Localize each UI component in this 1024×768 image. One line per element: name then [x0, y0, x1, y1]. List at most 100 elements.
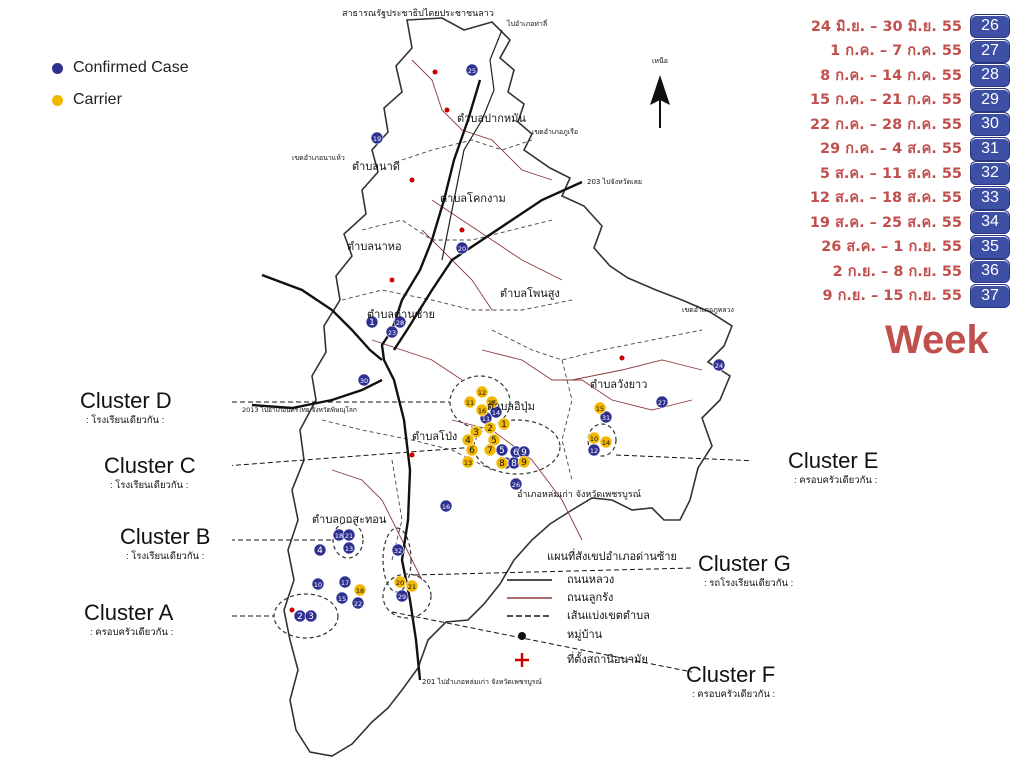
case-number-label: 31	[602, 414, 610, 422]
map-legend-item: ถนนหลวง	[567, 573, 614, 586]
cluster-note: : ครอบครัวเดียวกัน :	[90, 627, 174, 638]
legend-confirmed: Confirmed Case	[52, 52, 189, 84]
case-number-label: 27	[658, 399, 666, 407]
case-number-label: 11	[482, 415, 490, 423]
road-label: 203 ไปจังหวัดเลย	[587, 177, 642, 186]
cluster-name: Cluster F	[686, 662, 776, 687]
case-number-label: 14	[602, 439, 610, 447]
confirmed-case-marker	[365, 315, 379, 329]
case-number-label: 23	[388, 329, 396, 337]
cluster-note: : ครอบครัวเดียวกัน :	[692, 689, 776, 700]
case-number-label: 10	[314, 581, 322, 589]
cluster-b-ellipse	[332, 521, 364, 559]
subdistrict-label: ตำบลโพนสูง	[500, 286, 560, 300]
case-number-label: 1	[501, 420, 507, 430]
case-number-label: 7	[487, 446, 493, 456]
cluster-note: : ครอบครัวเดียวกัน :	[794, 475, 878, 486]
week-number-badge: 28	[970, 63, 1010, 88]
week-date-range: 15 ก.ค. – 21 ก.ค. 55	[809, 92, 962, 109]
case-number-label: 9	[521, 448, 527, 458]
week-number-badge: 31	[970, 136, 1010, 161]
confirmed-case-marker	[395, 589, 409, 603]
case-number-label: 4	[465, 436, 471, 446]
subdistrict-label: ตำบลด่านซ้าย	[367, 308, 435, 321]
case-number-label: 14	[492, 409, 500, 417]
case-number-label: 15	[338, 595, 346, 603]
cluster-name: Cluster G	[698, 551, 791, 576]
week-number-badge: 37	[970, 283, 1010, 308]
confirmed-case-marker	[357, 373, 371, 387]
map-legend-item: เส้นแบ่งเขตตำบล	[567, 609, 650, 622]
map-legend-item: ถนนลูกรัง	[567, 591, 613, 604]
case-number-label: 22	[354, 600, 362, 608]
week-row: 1 ก.ค. – 7 ก.ค. 55 27	[780, 38, 1010, 64]
case-number-label: 20	[458, 245, 466, 253]
river	[441, 29, 503, 261]
week-number-badge: 34	[970, 210, 1010, 235]
subdistrict-label: ตำบลโป่ง	[412, 429, 457, 443]
carrier-marker	[463, 395, 477, 409]
cluster-leaders	[232, 401, 752, 673]
map-legend-item: ที่ตั้งสถานีอนามัย	[567, 651, 648, 666]
case-number-label: 26	[512, 481, 520, 489]
cluster-note: : โรงเรียนเดียวกัน :	[110, 480, 189, 491]
week-date-range: 1 ก.ค. – 7 ก.ค. 55	[830, 43, 962, 60]
case-number-label: 6	[469, 446, 475, 456]
confirmed-case-marker	[465, 63, 479, 77]
case-number-label: 15	[596, 405, 604, 413]
case-number-label: 18	[356, 587, 364, 595]
week-number-badge: 27	[970, 38, 1010, 63]
cluster-f-ellipse	[382, 573, 432, 619]
carrier-marker	[485, 395, 499, 409]
case-number-label: 29	[398, 593, 406, 601]
confirmed-case-marker	[351, 596, 365, 610]
case-number-label: 1	[369, 318, 375, 328]
carrier-marker	[475, 403, 489, 417]
legend-carrier-label: Carrier	[73, 91, 122, 108]
cluster-name: Cluster E	[788, 448, 879, 473]
case-number-label: 25	[468, 67, 476, 75]
confirmed-case-marker	[335, 591, 349, 605]
confirmed-case-marker	[391, 543, 405, 557]
week-number-badge: 30	[970, 112, 1010, 137]
case-number-label: 28	[396, 319, 404, 327]
map-legend-item: หมู่บ้าน	[567, 628, 603, 641]
cluster-b-label: Cluster B : โรงเรียนเดียวกัน :	[120, 525, 210, 564]
case-number-label: 21	[408, 583, 416, 591]
case-number-label: 8	[511, 459, 517, 469]
confirmed-case-marker	[313, 543, 327, 557]
cluster-f-label: Cluster F : ครอบครัวเดียวกัน :	[686, 663, 775, 702]
road-label: 2013 ไปอำเภอนครไทย จังหวัดพิษณุโลก	[242, 406, 357, 414]
carrier-marker	[475, 385, 489, 399]
carrier-marker	[497, 417, 511, 431]
cluster-g-label: Cluster G : รถโรงเรียนเดียวกัน :	[698, 552, 793, 591]
cluster-note: : รถโรงเรียนเดียวกัน :	[704, 578, 794, 589]
carrier-marker	[593, 401, 607, 415]
confirmed-case-marker	[311, 577, 325, 591]
case-number-label: 21	[345, 532, 353, 540]
case-number-label: 11	[466, 399, 474, 407]
neighbor-label: อำเภอหล่มเก่า จังหวัดเพชรบูรณ์	[517, 488, 641, 500]
case-number-label: 9	[521, 458, 527, 468]
case-number-label: 5	[491, 436, 497, 446]
north-arrow-icon	[650, 75, 670, 128]
cluster-d-label: Cluster D : โรงเรียนเดียวกัน :	[80, 389, 172, 428]
cluster-note: : โรงเรียนเดียวกัน :	[126, 551, 205, 562]
week-title: Week	[885, 318, 989, 362]
case-number-label: 12	[590, 447, 598, 455]
subdistrict-label: ตำบลกกสะทอน	[312, 513, 387, 526]
week-number-badge: 33	[970, 185, 1010, 210]
case-number-label: 5	[499, 446, 505, 456]
confirmed-case-marker	[439, 499, 453, 513]
case-number-label: 20	[396, 579, 404, 587]
road-label: ไปอำเภอท่าลี่	[506, 19, 547, 28]
case-number-label: 32	[394, 547, 402, 555]
confirmed-case-marker	[455, 241, 469, 255]
